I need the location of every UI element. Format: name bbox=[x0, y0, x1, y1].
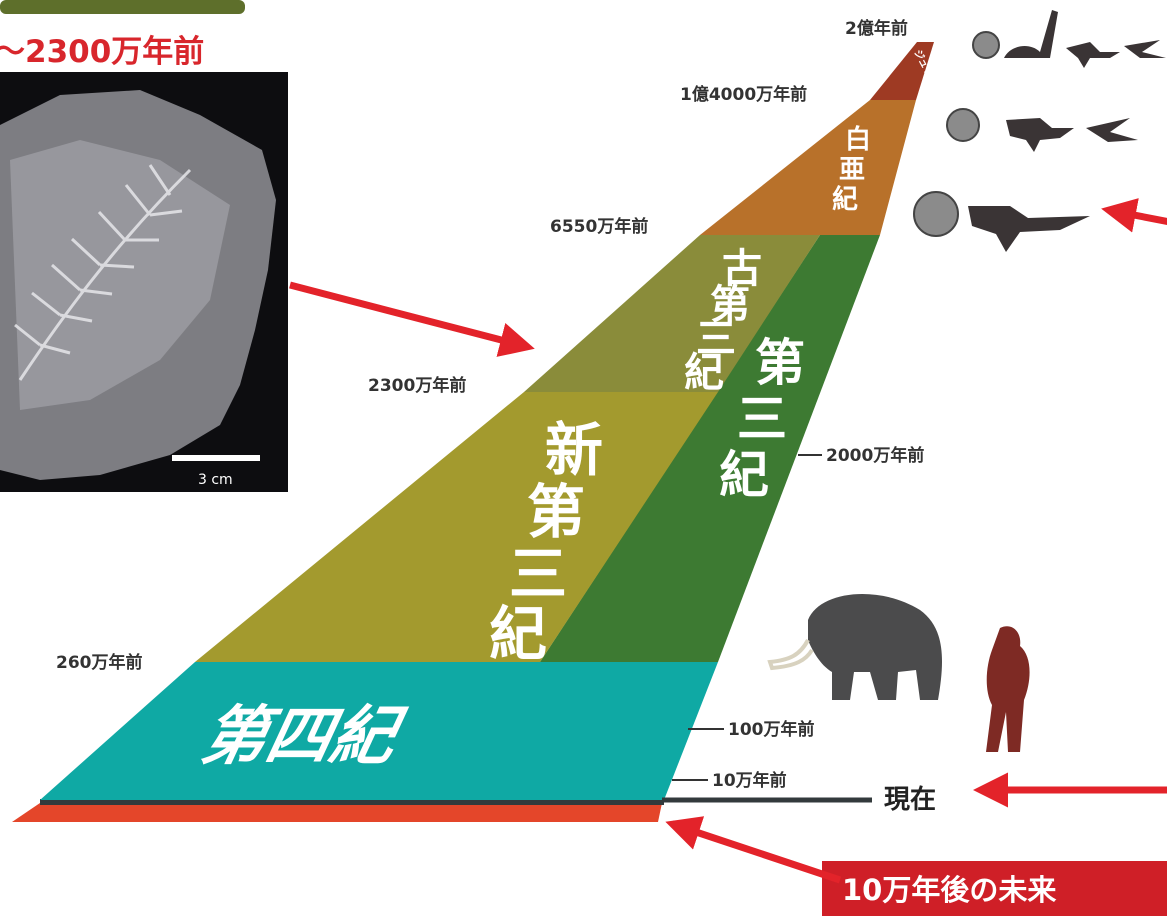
period-jurassic bbox=[870, 42, 934, 100]
fossil-photo: 3 cm bbox=[0, 72, 288, 492]
future-band bbox=[12, 803, 662, 822]
photo-title: 〜2300万年前 bbox=[0, 34, 204, 70]
svg-text:亜: 亜 bbox=[839, 155, 865, 185]
label-65m: 6550万年前 bbox=[550, 216, 648, 237]
label-cretaceous: 白 亜 紀 bbox=[832, 124, 871, 215]
svg-text:新: 新 bbox=[545, 416, 603, 484]
label-200m: 2億年前 bbox=[845, 18, 908, 39]
svg-text:紀: 紀 bbox=[719, 446, 769, 504]
scale-label: 3 cm bbox=[198, 472, 233, 488]
svg-text:三: 三 bbox=[509, 540, 567, 608]
svg-text:第: 第 bbox=[527, 478, 585, 546]
scale-bar bbox=[172, 455, 260, 461]
label-neogene: 新 第 三 紀 bbox=[489, 416, 603, 668]
period-paleogene bbox=[524, 235, 820, 392]
header-strip bbox=[0, 0, 245, 14]
label-2-6m: 260万年前 bbox=[56, 652, 143, 673]
elephant-icon bbox=[808, 593, 943, 700]
label-20m: 2000万年前 bbox=[826, 445, 924, 466]
ammonite-icon bbox=[946, 108, 980, 142]
period-quaternary bbox=[40, 662, 718, 800]
svg-text:三: 三 bbox=[737, 390, 787, 448]
period-tertiary bbox=[540, 235, 880, 662]
svg-text:白: 白 bbox=[845, 124, 871, 155]
label-tertiary: 第 三 紀 bbox=[719, 334, 805, 504]
label-present: 現在 bbox=[884, 785, 936, 815]
svg-text:古: 古 bbox=[722, 246, 762, 292]
svg-text:紀: 紀 bbox=[489, 600, 547, 668]
ammonite-icon bbox=[972, 31, 1000, 59]
label-23m: 2300万年前 bbox=[368, 375, 466, 396]
pterosaur-icon bbox=[1086, 118, 1138, 142]
label-140m: 1億4000万年前 bbox=[680, 84, 807, 105]
future-label: 10万年後の未来 bbox=[842, 873, 1056, 907]
label-1m: 100万年前 bbox=[728, 719, 815, 740]
fauna-cretaceous bbox=[946, 108, 1138, 152]
arrows bbox=[289, 198, 1167, 884]
period-cretaceous bbox=[700, 100, 916, 235]
brachiosaurus-icon bbox=[1004, 10, 1058, 58]
fauna-quaternary bbox=[767, 593, 1030, 752]
arrow-to-23m bbox=[289, 281, 535, 357]
pterosaur-icon bbox=[1124, 40, 1166, 58]
tyrannosaurus-icon bbox=[1006, 118, 1074, 152]
period-neogene bbox=[195, 392, 718, 662]
fauna-late-cretaceous bbox=[913, 191, 1090, 252]
label-paleogene: 古 第 三 紀 bbox=[684, 246, 762, 396]
svg-text:第: 第 bbox=[755, 334, 805, 392]
svg-text:紀: 紀 bbox=[832, 184, 858, 215]
arrow-to-cretaceous-fauna bbox=[1101, 198, 1167, 233]
ammonite-icon bbox=[913, 191, 959, 237]
arrow-to-future bbox=[665, 816, 842, 884]
raptor-icon bbox=[1066, 42, 1120, 68]
early-human-icon bbox=[986, 626, 1030, 752]
tyrannosaurus-icon bbox=[968, 206, 1090, 252]
svg-text:三: 三 bbox=[696, 316, 736, 362]
present-line bbox=[40, 799, 664, 805]
label-quaternary: 第四紀 bbox=[196, 700, 412, 774]
label-100k: 10万年前 bbox=[712, 770, 787, 791]
future-box: 10万年後の未来 bbox=[822, 861, 1167, 916]
fauna-jurassic bbox=[972, 10, 1166, 68]
svg-text:紀: 紀 bbox=[684, 350, 724, 396]
svg-text:第: 第 bbox=[710, 282, 750, 328]
